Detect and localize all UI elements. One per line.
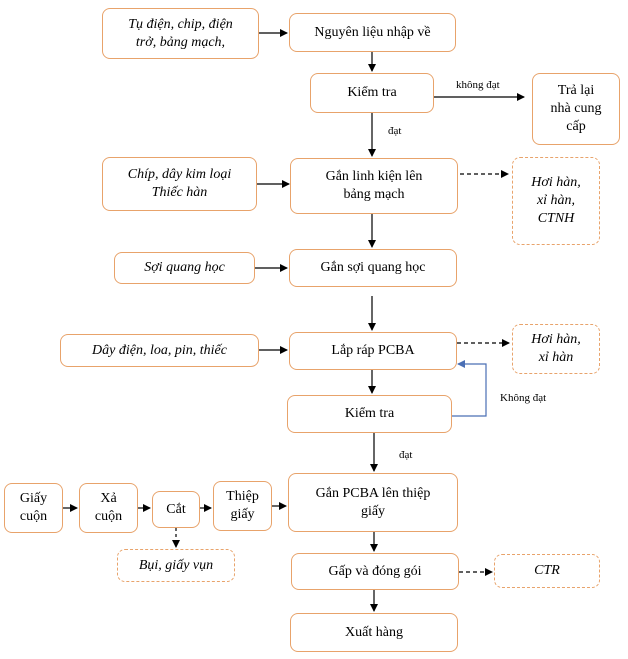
node-in-components: Tụ điện, chip, điện trở, bảng mạch,: [102, 8, 259, 59]
node-kiem-tra-1: Kiểm tra: [310, 73, 434, 113]
node-nguyen-lieu: Nguyên liệu nhập về: [289, 13, 456, 52]
node-xuat-hang: Xuất hàng: [290, 613, 458, 652]
node-tra-lai-text: Trả lại nhà cung cấp: [550, 83, 602, 134]
node-in-components-text: Tụ điện, chip, điện trở, bảng mạch,: [128, 16, 233, 50]
node-out-hoi-han-1: Hơi hàn, xỉ hàn, CTNH: [512, 157, 600, 245]
node-out-ctr-text: CTR: [534, 563, 560, 578]
node-in-soi: Sợi quang học: [114, 252, 255, 284]
node-giay-cuon-text: Giấy cuộn: [19, 491, 48, 524]
node-thiep-giay-text: Thiệp giấy: [226, 489, 259, 522]
node-gan-soi: Gắn sợi quang học: [289, 249, 457, 287]
node-kiem-tra-2: Kiểm tra: [287, 395, 452, 433]
node-gan-soi-text: Gắn sợi quang học: [320, 260, 426, 275]
node-gap: Gấp và đóng gói: [291, 553, 459, 590]
node-out-bui: Bụi, giấy vụn: [117, 549, 235, 582]
node-gan-linh-kien: Gắn linh kiện lên bảng mạch: [290, 158, 458, 214]
node-nguyen-lieu-text: Nguyên liệu nhập về: [314, 24, 431, 40]
node-tra-lai: Trả lại nhà cung cấp: [532, 73, 620, 145]
edge-label-khong-dat-1: không đạt: [456, 79, 500, 91]
node-out-bui-text: Bụi, giấy vụn: [138, 557, 214, 573]
node-in-day-dien: Dây điện, loa, pin, thiếc: [60, 334, 259, 367]
node-in-day-dien-text: Dây điện, loa, pin, thiếc: [92, 342, 227, 358]
node-thiep-giay: Thiệp giấy: [213, 481, 272, 531]
edge-kiem-tra-2-loop-back: [452, 360, 487, 417]
node-in-soi-text: Sợi quang học: [144, 260, 225, 275]
edge-label-dat-2: đạt: [399, 449, 413, 461]
node-xa-cuon-text: Xả cuộn: [94, 491, 123, 524]
node-gan-pcba: Gắn PCBA lên thiệp giấy: [288, 473, 458, 532]
node-gap-text: Gấp và đóng gói: [328, 563, 422, 579]
node-cat-text: Cắt: [166, 501, 186, 517]
node-gan-pcba-text: Gắn PCBA lên thiệp giấy: [315, 485, 431, 519]
node-lap-rap: Lắp ráp PCBA: [289, 332, 457, 370]
node-xa-cuon: Xả cuộn: [79, 483, 138, 533]
node-gan-linh-kien-text: Gắn linh kiện lên bảng mạch: [325, 169, 423, 202]
node-out-ctr: CTR: [494, 554, 600, 588]
node-cat: Cắt: [152, 491, 200, 528]
edge-label-khong-dat-2: Không đạt: [500, 392, 547, 404]
node-in-chip-text: Chíp, dây kim loại Thiếc hàn: [127, 167, 232, 200]
node-out-hoi-han-2: Hơi hàn, xỉ hàn: [512, 324, 600, 374]
node-lap-rap-text: Lắp ráp PCBA: [331, 343, 415, 358]
node-out-hoi-han-2-text: Hơi hàn, xỉ hàn: [531, 332, 581, 365]
edge-label-dat-1: đạt: [388, 125, 402, 137]
node-in-chip: Chíp, dây kim loại Thiếc hàn: [102, 157, 257, 211]
node-kiem-tra-1-text: Kiểm tra: [347, 85, 397, 100]
node-kiem-tra-2-text: Kiểm tra: [344, 406, 395, 421]
node-out-hoi-han-1-text: Hơi hàn, xỉ hàn, CTNH: [531, 175, 581, 226]
node-xuat-hang-text: Xuất hàng: [345, 624, 403, 640]
node-giay-cuon: Giấy cuộn: [4, 483, 63, 533]
